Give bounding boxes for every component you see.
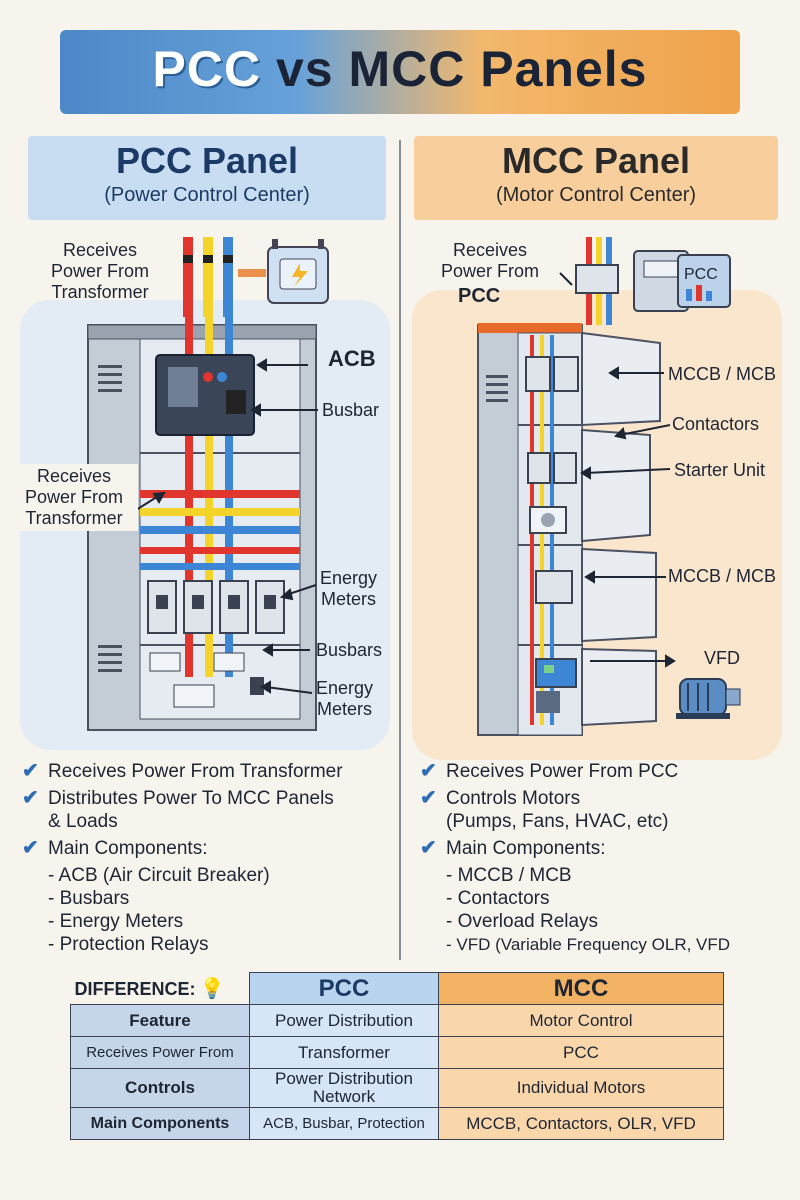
mcc-label-vfd: VFD [704,648,740,668]
mcc-label-pcc-box: PCC [684,266,718,283]
table-cell-mcc: PCC [438,1036,724,1069]
table-row: Controls Power Distribution Network Indi… [70,1068,724,1108]
table-row: Main Components ACB, Busbar, Protection … [70,1107,724,1140]
pcc-bullet-3: ✔Main Components: [22,837,208,859]
table-cell-mcc: Motor Control [438,1004,724,1037]
transformer-icon [238,239,329,304]
mcc-label-starter: Starter Unit [674,460,766,480]
difference-label: DIFFERENCE:💡 [74,977,225,1000]
difference-col-mcc: MCC [438,972,724,1005]
check-icon: ✔ [420,837,437,859]
pcc-label-receives-side: Receives Power From Transformer [10,464,138,531]
pcc-label-receives-top: Receives Power From Transformer [50,240,149,302]
pcc-heading: PCC Panel [115,140,299,181]
mcc-bullet-3: ✔Main Components: [420,837,606,859]
pcc-component-3: - Energy Meters [48,911,184,932]
pcc-busbars [140,317,300,677]
pcc-bullet-2: ✔Distributes Power To MCC Panels & Loads [22,787,334,832]
table-cell-pcc: Transformer [249,1036,439,1069]
mcc-devices [525,356,579,713]
title-banner [60,30,740,114]
pcc-meters [149,652,264,708]
difference-col-pcc: PCC [249,972,439,1005]
mcc-label-mccb-1: MCCB / MCB [668,364,776,384]
pcc-label-busbar: Busbar [322,400,380,420]
lightbulb-icon: 💡 [199,977,225,1000]
page-title: PCC vs MCC Panels [0,40,800,98]
pcc-component-1: - ACB (Air Circuit Breaker) [48,865,270,886]
mcc-incoming-cables [575,237,619,325]
pcc-source-icon [633,250,731,312]
table-cell-pcc: Power Distribution Network [249,1068,439,1108]
mcc-component-4: - VFD (Variable Frequency OLR, VFD [446,935,731,954]
motor-icon [676,678,741,719]
table-cell-pcc: Power Distribution [249,1004,439,1037]
pcc-label-energy-meters-1: Energy Meters [320,568,378,609]
pcc-label-energy-meters-2: Energy Meters [316,678,374,719]
acb-breaker [155,354,255,436]
table-cell-feature: Receives Power From [70,1036,250,1069]
table-cell-feature: Controls [70,1068,250,1108]
mcc-bullet-2: ✔Controls Motors (Pumps, Fans, HVAC, etc… [420,787,669,832]
difference-header-row: DIFFERENCE:💡 PCC MCC [71,972,724,1005]
check-icon: ✔ [22,837,39,859]
table-row: Receives Power From Transformer PCC [70,1036,724,1069]
table-row: Feature Power Distribution Motor Control [70,1004,724,1037]
pcc-component-4: - Protection Relays [48,934,209,955]
mcc-label-contactors: Contactors [672,414,760,434]
difference-table: DIFFERENCE:💡 PCC MCC Feature Power Distr… [70,972,724,1140]
pcc-label-acb: ACB [328,346,376,371]
column-divider [399,140,401,960]
pcc-callout-arrows [127,358,318,694]
mcc-component-3: - Overload Relays [446,911,599,932]
table-cell-feature: Feature [70,1004,250,1037]
mcc-panel-illustration [477,237,741,736]
pcc-subheading: (Power Control Center) [104,184,310,206]
mcc-label-receives-top: Receives Power From [440,240,539,281]
check-icon: ✔ [420,760,437,782]
pcc-label-busbars: Busbars [316,640,383,660]
pcc-feature-list: ✔Receives Power From Transformer ✔Distri… [22,760,392,956]
mcc-component-1: - MCCB / MCB [446,865,572,886]
check-icon: ✔ [22,760,39,782]
mcc-heading: MCC Panel [501,140,691,181]
pcc-panel-illustration [87,237,329,731]
table-cell-pcc: ACB, Busbar, Protection [249,1107,439,1140]
mcc-callout-arrows [559,272,676,668]
pcc-component-2: - Busbars [48,888,130,909]
mcc-feature-list: ✔Receives Power From PCC ✔Controls Motor… [420,760,792,956]
pcc-outgoing-breakers [147,580,285,634]
table-cell-feature: Main Components [70,1107,250,1140]
check-icon: ✔ [420,787,437,809]
mcc-bullet-1: ✔Receives Power From PCC [420,760,679,782]
pcc-incoming-cables [183,237,233,317]
table-cell-mcc: Individual Motors [438,1068,724,1108]
mcc-heading-box: MCC Panel (Motor Control Center) [414,136,778,220]
check-icon: ✔ [22,787,39,809]
pcc-bullet-1: ✔Receives Power From Transformer [22,760,343,782]
pcc-heading-box: PCC Panel (Power Control Center) [28,136,386,220]
title-part-pcc: PCC [152,41,262,97]
mcc-component-2: - Contactors [446,888,550,909]
mcc-label-pcc-source: PCC [458,285,501,307]
mcc-label-mccb-2: MCCB / MCB [668,566,776,586]
title-part-mcc: vs MCC Panels [276,41,648,97]
table-cell-mcc: MCCB, Contactors, OLR, VFD [438,1107,724,1140]
mcc-subheading: (Motor Control Center) [495,184,697,206]
